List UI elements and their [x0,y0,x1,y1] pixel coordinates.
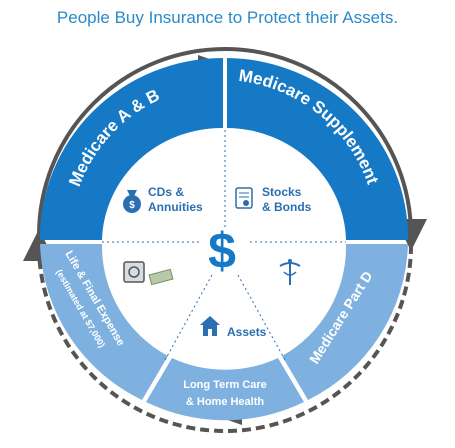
page-title: People Buy Insurance to Protect their As… [56,8,399,27]
label-stocks-2: & Bonds [262,200,312,214]
safe-icon [123,261,145,283]
inner-circle [107,129,343,359]
segment-medicare-supplement [227,58,409,240]
certificate-icon [235,187,253,209]
dollar-sign: $ [208,223,236,279]
label-cds-2: Annuities [148,200,203,214]
label-long-term-care-1: Long Term Care [183,379,267,391]
svg-text:$: $ [129,200,135,211]
house-icon [200,316,220,336]
segment-medicare-part-d [282,244,408,400]
label-long-term-care-2: & Home Health [186,396,265,408]
label-stocks-1: Stocks [262,185,302,199]
label-assets: Assets [227,325,267,339]
divider-lower-right [237,274,286,361]
caduceus-icon [279,259,301,285]
label-cds-1: CDs & [148,185,184,199]
cycle-arrow-top [37,47,427,251]
money-bag-icon: $ [123,190,141,213]
segment-medicare-ab [39,58,223,240]
segment-long-term-care [146,358,304,421]
cash-icon [148,268,174,286]
divider-lower-left [164,274,213,361]
cycle-arrow-bottom [23,229,413,433]
segment-life-final [40,244,168,400]
